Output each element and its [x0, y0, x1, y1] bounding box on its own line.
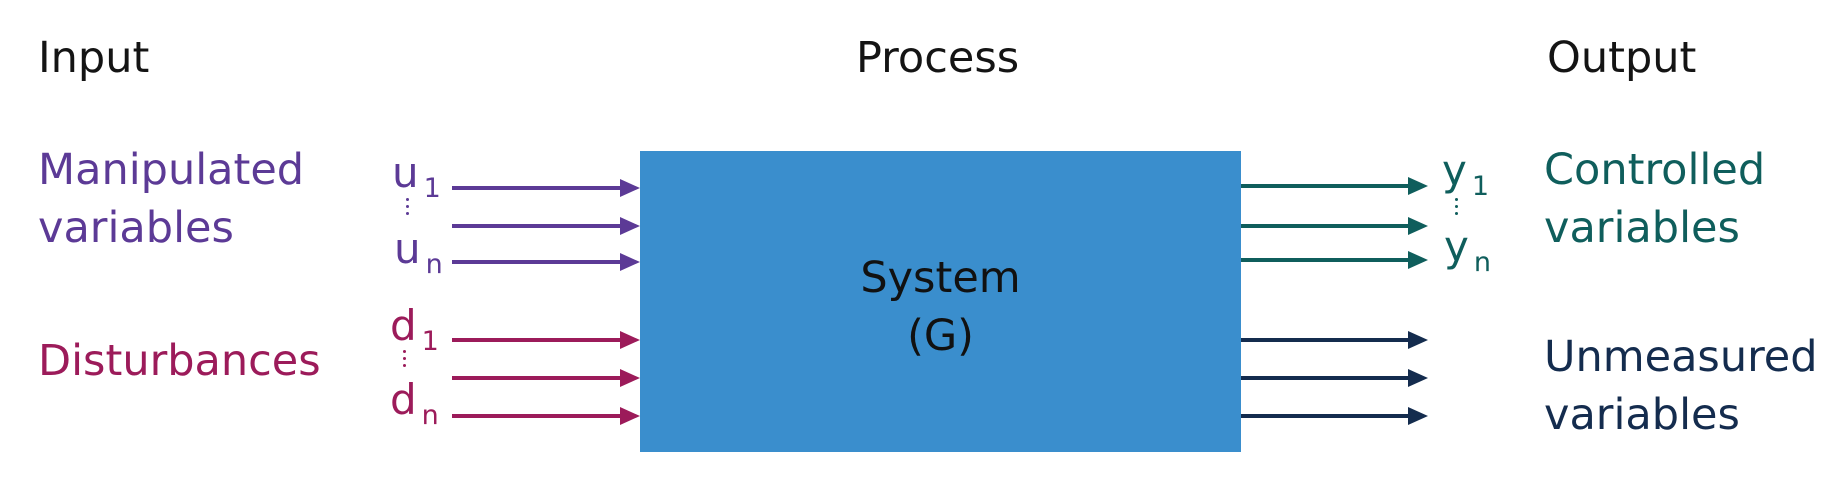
- system-label: System (G): [640, 249, 1241, 365]
- arrowhead-d1: [620, 331, 640, 349]
- variable-y1-sub: 1: [1471, 171, 1490, 202]
- variable-d1-base: d: [390, 301, 417, 350]
- unmeasured-line-2: variables: [1544, 390, 1740, 440]
- unmeasured-arrowheads: [1408, 331, 1428, 425]
- manipulated-arrowheads: [620, 179, 640, 271]
- manipulated-line-2: variables: [38, 203, 234, 253]
- arrowhead-y1: [1408, 177, 1428, 195]
- variable-un-sub: n: [425, 249, 443, 280]
- arrowhead-un: [620, 253, 640, 271]
- unmeasured-arrows: [1241, 338, 1414, 418]
- arrowhead-w3: [1408, 407, 1428, 425]
- unmeasured-line-1: Unmeasured: [1544, 332, 1818, 382]
- arrowhead-y2: [1408, 217, 1428, 235]
- controlled-arrowheads: [1408, 177, 1428, 269]
- arrowhead-d2: [620, 369, 640, 387]
- manipulated-line-1: Manipulated: [38, 145, 305, 195]
- variable-u1-sub: 1: [423, 173, 441, 204]
- controlled-line-2: variables: [1544, 203, 1740, 253]
- arrowhead-dn: [620, 407, 640, 425]
- controlled-variables-label: Controlled variables: [1544, 141, 1765, 257]
- input-header: Input: [38, 33, 150, 83]
- arrowhead-yn: [1408, 251, 1428, 269]
- system-block: System (G): [640, 151, 1241, 452]
- output-header: Output: [1547, 33, 1697, 83]
- variable-dn-base: d: [390, 375, 417, 424]
- system-symbol: (G): [907, 311, 974, 361]
- variable-u1-base: u: [392, 148, 419, 197]
- disturbances-line-1: Disturbances: [38, 336, 321, 386]
- manipulated-variables-label: Manipulated variables: [38, 141, 304, 257]
- disturbances-label: Disturbances: [38, 332, 321, 390]
- vertical-ellipsis-d: [403, 350, 406, 371]
- unmeasured-variables-label: Unmeasured variables: [1544, 328, 1818, 444]
- variable-un-base: u: [394, 224, 421, 273]
- arrowhead-u1: [620, 179, 640, 197]
- variable-dn-sub: n: [421, 400, 439, 431]
- controlled-line-1: Controlled: [1544, 145, 1766, 195]
- variable-y1-base: y: [1442, 146, 1467, 195]
- arrowhead-w1: [1408, 331, 1428, 349]
- process-header: Process: [856, 33, 1020, 83]
- system-name: System: [860, 253, 1021, 303]
- controlled-arrows: [1241, 184, 1414, 262]
- arrowhead-u2: [620, 217, 640, 235]
- manipulated-arrows: [452, 186, 626, 264]
- disturbance-arrowheads: [620, 331, 640, 425]
- vertical-ellipsis-y: [1455, 198, 1458, 219]
- variable-yn-sub: n: [1473, 247, 1491, 278]
- variable-d1-sub: 1: [421, 326, 439, 357]
- disturbance-arrows: [452, 338, 626, 418]
- variable-yn-base: y: [1444, 222, 1469, 271]
- arrowhead-w2: [1408, 369, 1428, 387]
- vertical-ellipsis-u: [406, 198, 409, 219]
